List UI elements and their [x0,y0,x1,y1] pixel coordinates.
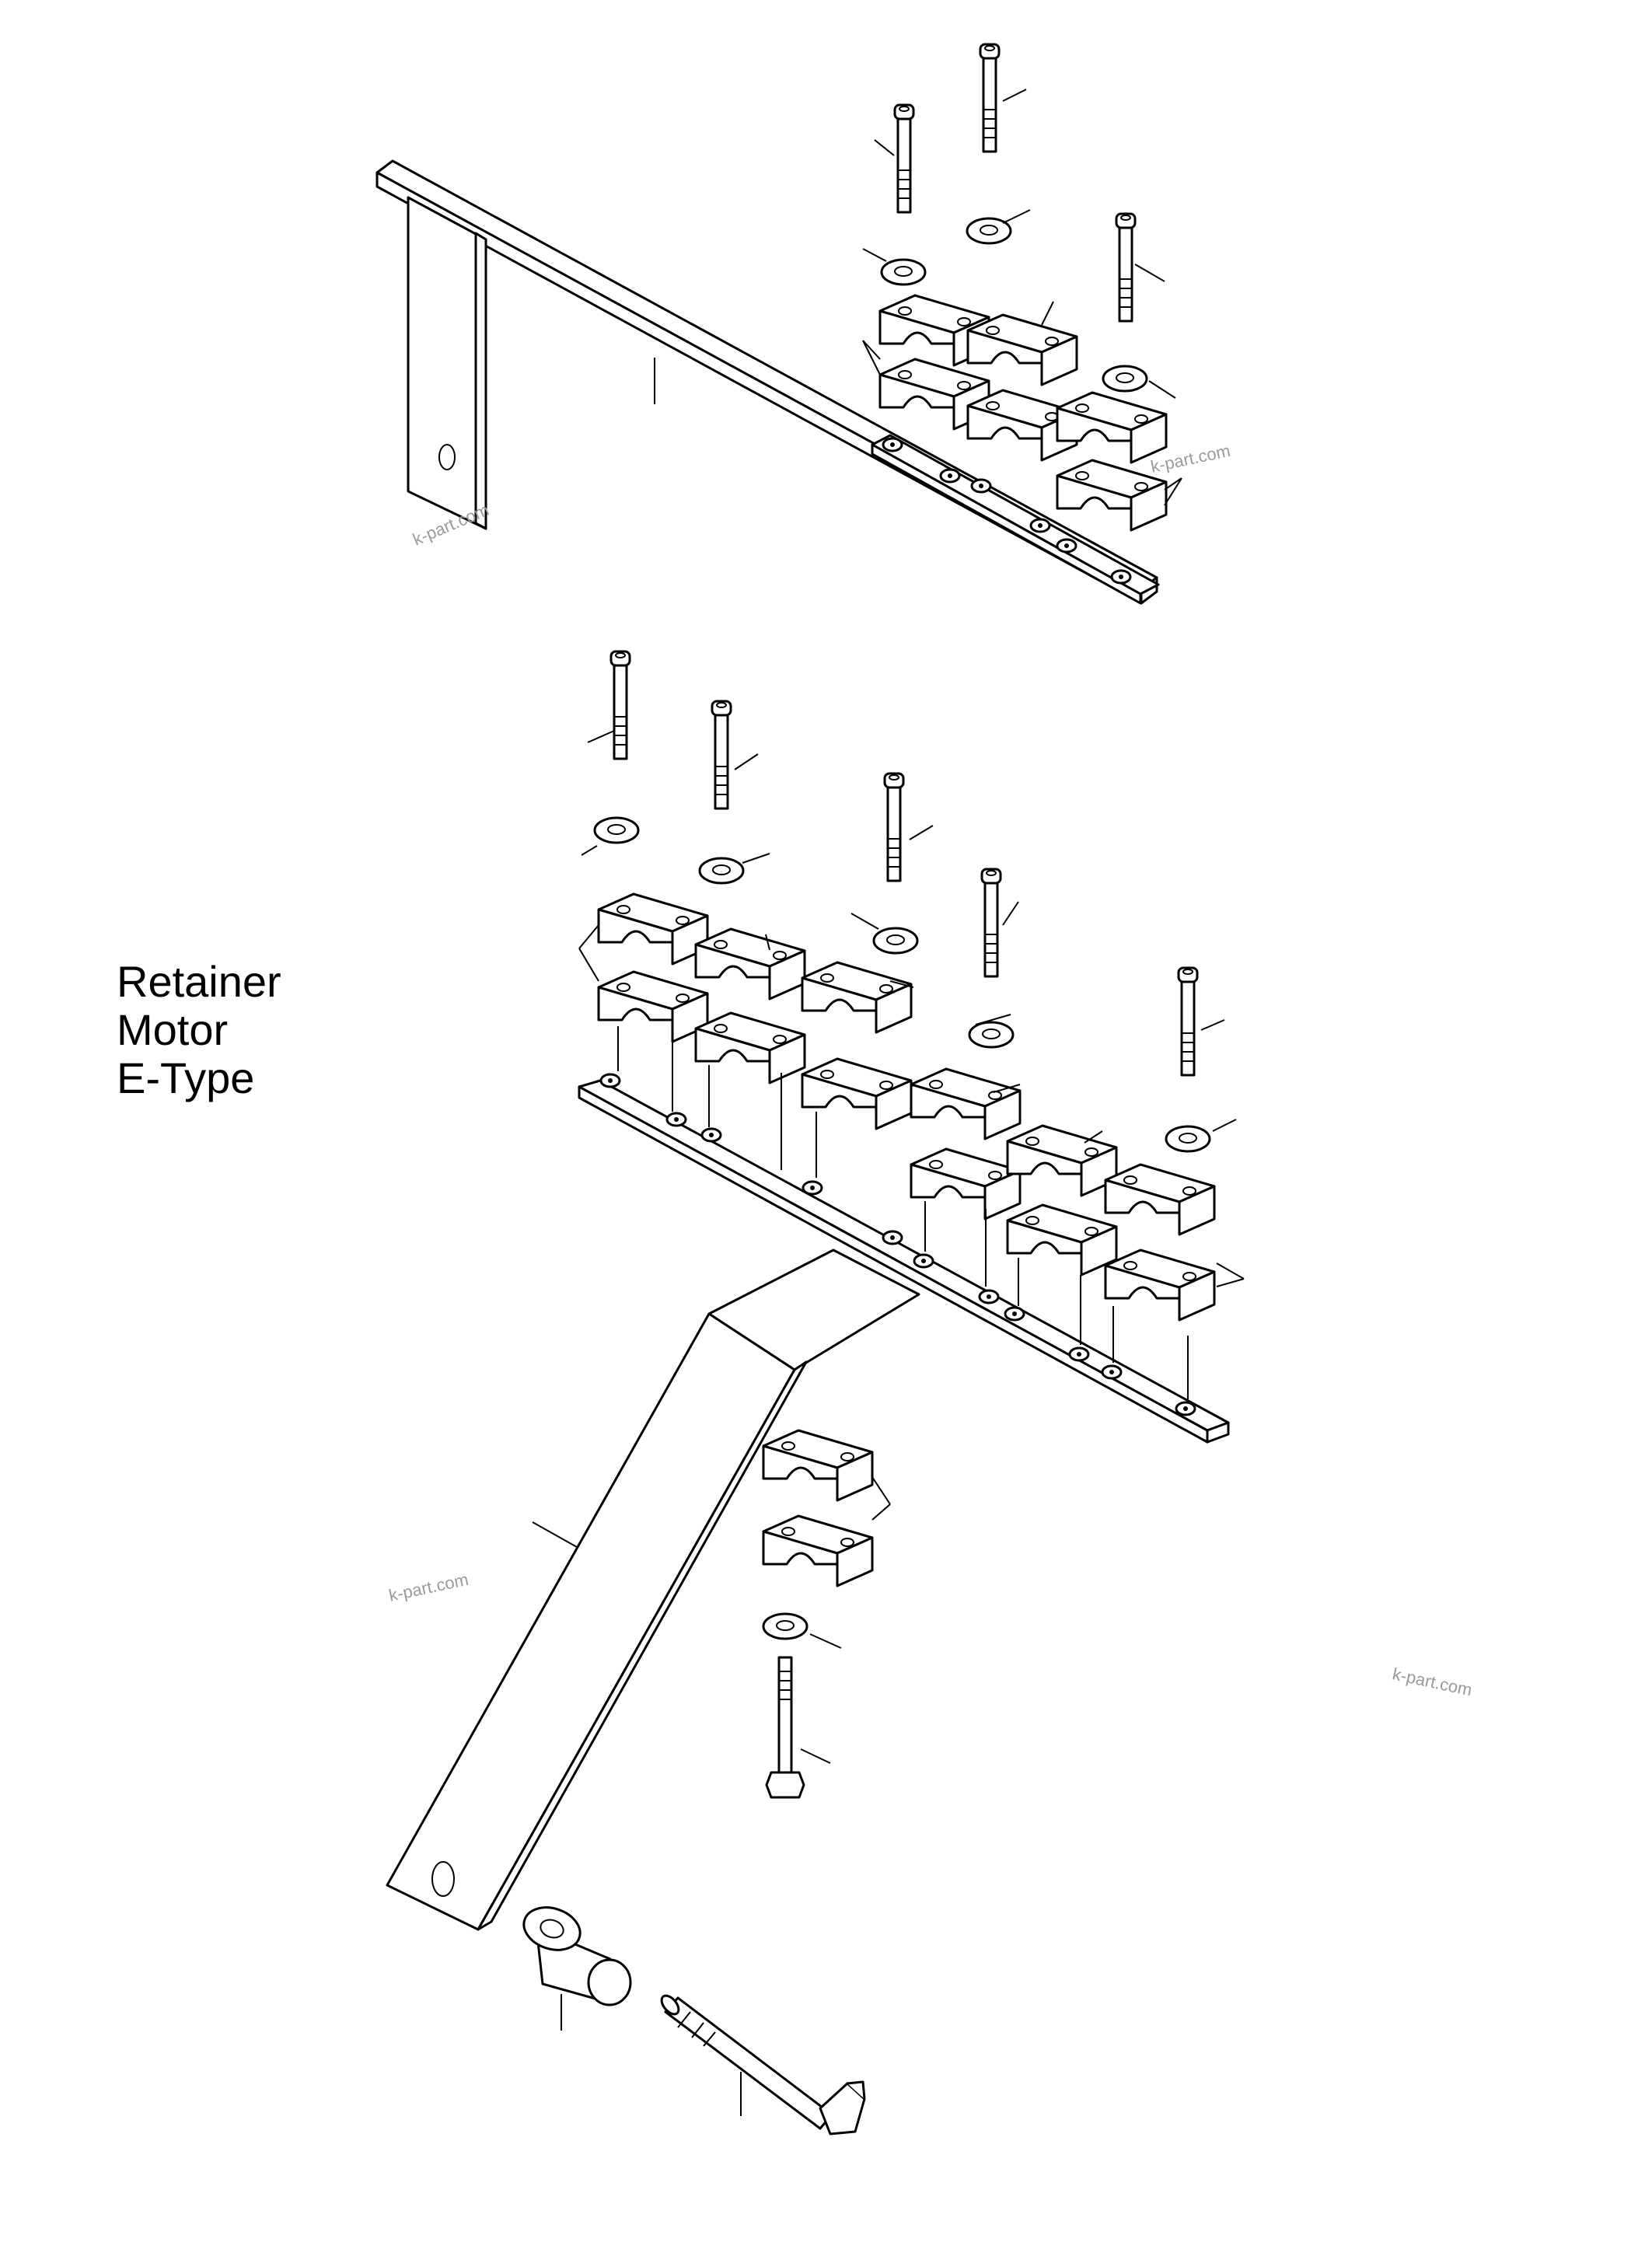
diagram-title: Retainer Motor E-Type [117,958,281,1102]
single-clamp [762,1429,891,1587]
title-type: E-Type [117,1053,255,1102]
pivot-bolt [660,1994,866,2136]
bottom-washer [762,1612,842,1649]
lower-plate [578,1079,1230,1444]
lower-guide-lines [617,1026,1189,1399]
upper-retainer-assembly [375,43,1182,605]
lower-callout-lines [578,730,1245,1287]
watermarks: k-part.com k-part.com k-part.com k-part.… [387,441,1474,1700]
bottom-bolt [765,1656,831,1799]
upper-callout-lines [862,89,1182,506]
upper-clamps [878,294,1168,532]
title-motor: Motor [117,1005,229,1054]
watermark-text: k-part.com [1391,1664,1474,1699]
lower-bracket [386,1248,920,1931]
watermark-text: k-part.com [387,1570,470,1605]
spacer-sleeve [522,1906,632,2031]
lower-retainer-assembly [386,650,1245,1931]
bottom-parts [522,1429,891,2136]
upper-bolts [893,43,1137,323]
title-retainer: Retainer [117,957,281,1006]
